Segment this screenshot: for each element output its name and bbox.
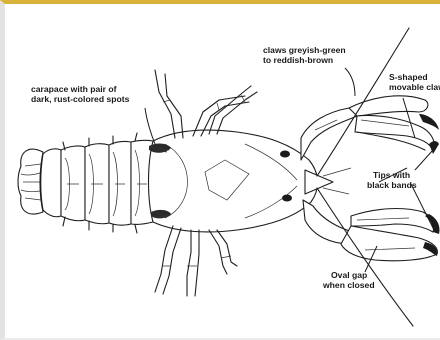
label-tips-line-2: black bands [367,180,417,190]
crayfish-diagram: carapace with pair of dark, rust-colored… [5,4,440,340]
label-movable-claw-line-1: S-shaped [389,72,428,82]
label-tips: Tips with black bands [367,170,417,190]
label-claw-color-line-2: to reddish-brown [263,55,333,65]
claw-lower [303,200,440,261]
label-gap-line-2: when closed [322,280,375,290]
walking-legs-top [155,70,257,138]
label-gap: Oval gap when closed [322,270,375,290]
label-gap-line-1: Oval gap [331,270,367,280]
label-carapace: carapace with pair of dark, rust-colored… [31,84,130,104]
abdomen [41,133,153,233]
walking-legs-bottom [155,226,237,296]
claw-upper [301,96,439,160]
label-claw-color-line-1: claws greyish-green [263,45,346,55]
label-carapace-line-1: carapace with pair of [31,84,117,94]
tail-fan [18,149,43,214]
label-tips-line-1: Tips with [373,170,410,180]
label-carapace-line-2: dark, rust-colored spots [31,94,130,104]
label-movable-claw-line-2: movable claw [389,82,440,92]
label-movable-claw: S-shaped movable claw [389,72,440,92]
label-claw-color: claws greyish-green to reddish-brown [263,45,348,65]
